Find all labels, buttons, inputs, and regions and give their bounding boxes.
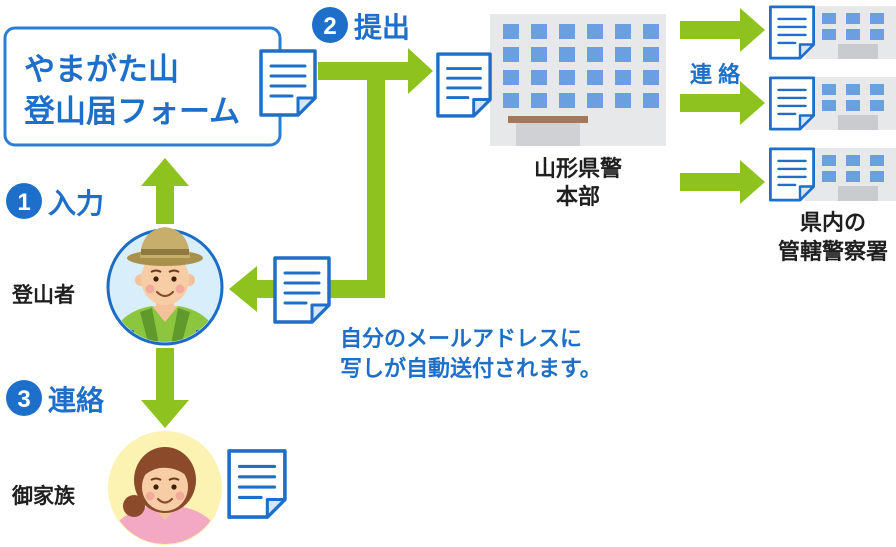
arrow-input-up xyxy=(141,158,189,224)
building-window xyxy=(846,84,860,95)
auto-copy-note-line2: 写しが自動送付されます。 xyxy=(340,356,602,381)
building-window xyxy=(559,24,575,39)
building-window xyxy=(587,24,603,39)
building-window xyxy=(559,70,575,85)
hq-label-line2: 本部 xyxy=(556,184,600,209)
building-window xyxy=(615,93,631,108)
step-number-3: 3 xyxy=(17,386,30,413)
building-window xyxy=(503,93,519,108)
step-label-1: 入力 xyxy=(48,188,104,219)
step-number-2: 2 xyxy=(323,13,336,40)
relay-label: 連 絡 xyxy=(690,62,741,87)
station-buildings xyxy=(805,6,896,201)
family-avatar xyxy=(108,431,222,545)
family-document-icon xyxy=(227,449,287,519)
stations-label-line2: 管轄警察署 xyxy=(778,239,888,264)
hq-label-line1: 山形県警 xyxy=(534,156,622,181)
building-window xyxy=(846,171,860,182)
arrow-submit xyxy=(318,48,433,94)
building-window xyxy=(870,171,884,182)
building-window xyxy=(643,24,659,39)
building-window xyxy=(587,93,603,108)
arrow-relay-3 xyxy=(680,160,765,204)
hq-building-icon xyxy=(490,14,666,146)
step-2: 2 提出 xyxy=(312,7,410,43)
station-building-icon xyxy=(805,148,896,201)
form-title-line2: 登山届フォーム xyxy=(23,94,240,129)
building-window xyxy=(822,100,836,111)
building-window xyxy=(503,24,519,39)
building-window xyxy=(503,47,519,62)
building-window xyxy=(559,47,575,62)
building-window xyxy=(870,155,884,166)
step-badge-1 xyxy=(6,183,42,219)
building-window xyxy=(846,13,860,24)
arrow-contact-down xyxy=(141,348,189,428)
station-document-icon xyxy=(768,147,816,202)
building-window xyxy=(846,100,860,111)
building-window xyxy=(643,70,659,85)
building-door xyxy=(838,115,878,130)
building-window xyxy=(846,29,860,40)
step-badge-3 xyxy=(6,380,42,416)
building-window xyxy=(531,70,547,85)
climber-label: 登山者 xyxy=(11,283,75,307)
station-building-icon xyxy=(805,77,896,130)
climber-avatar xyxy=(106,227,224,346)
building-awning xyxy=(508,116,588,123)
building-window xyxy=(822,84,836,95)
submitted-document-icon xyxy=(436,52,492,118)
building-window xyxy=(822,171,836,182)
building-window xyxy=(870,100,884,111)
step-number-1: 1 xyxy=(17,189,30,216)
step-3: 3 連絡 xyxy=(6,380,105,416)
building-door xyxy=(838,44,878,59)
stations-label-line1: 県内の xyxy=(800,210,866,235)
building-window xyxy=(870,84,884,95)
building-window xyxy=(822,13,836,24)
building-window xyxy=(870,13,884,24)
building-door xyxy=(838,186,878,201)
building-window xyxy=(559,93,575,108)
station-building-icon xyxy=(805,6,896,59)
building-window xyxy=(643,93,659,108)
building-window xyxy=(822,29,836,40)
step-label-3: 連絡 xyxy=(48,385,105,416)
form-title-line1: やまがた山 xyxy=(24,52,179,87)
step-label-2: 提出 xyxy=(354,12,410,43)
building-window xyxy=(531,47,547,62)
arrow-relay-2 xyxy=(680,81,765,125)
building-window xyxy=(531,24,547,39)
building-window xyxy=(615,24,631,39)
building-window xyxy=(643,47,659,62)
station-document-icon xyxy=(768,76,816,131)
step-1: 1 入力 xyxy=(6,183,104,219)
building-window xyxy=(587,70,603,85)
auto-copy-note-line1: 自分のメールアドレスに xyxy=(340,326,582,351)
building-window xyxy=(822,155,836,166)
building-window xyxy=(503,70,519,85)
building-window xyxy=(531,93,547,108)
building-window xyxy=(846,155,860,166)
building-window xyxy=(615,47,631,62)
form-box: やまがた山 登山届フォーム xyxy=(3,26,282,147)
station-document-icon xyxy=(768,5,816,60)
form-document-icon xyxy=(259,49,317,117)
arrow-relay-1 xyxy=(680,8,765,52)
copy-document-icon xyxy=(273,256,331,324)
building-window xyxy=(587,47,603,62)
building-window xyxy=(870,29,884,40)
building-window xyxy=(615,70,631,85)
step-badge-2 xyxy=(312,7,348,43)
building-door xyxy=(516,123,580,146)
family-label: 御家族 xyxy=(11,484,76,508)
